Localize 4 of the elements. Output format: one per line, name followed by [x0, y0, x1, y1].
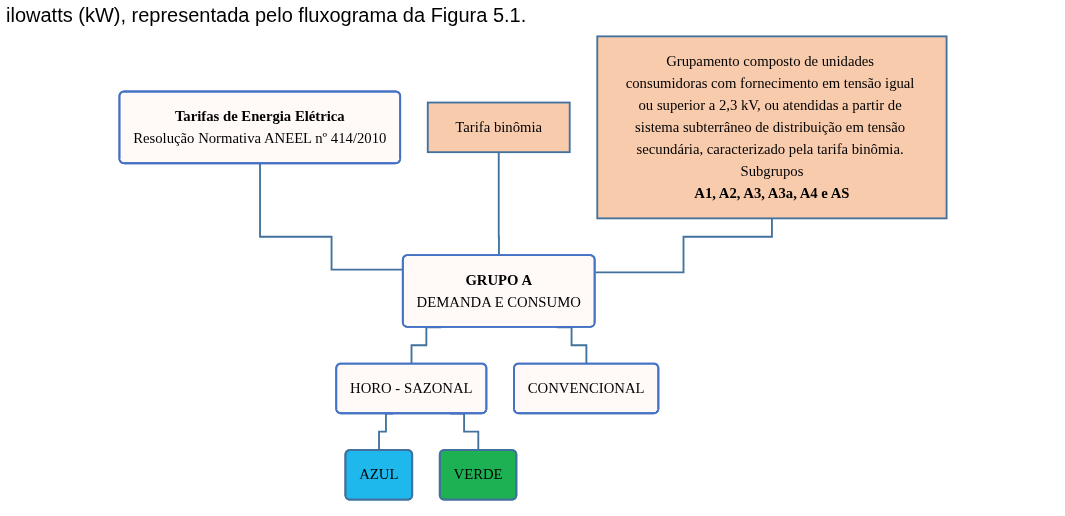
node-box: Grupamento composto de unidades consumidoras com fornecimento em tensão igual ou superior a 2,3 kV, ou atendidas a partir de sistema subterrâneo de distribuição em tensão secundária, caracterizado pela tarifa binômia. Subgrupos A1, A2, A3, A3a, A4 e AS: [595, 35, 947, 220]
caption-text: ilowatts (kW), representada pelo fluxograma da Figura 5.1.: [6, 4, 527, 26]
connector: [497, 151, 500, 257]
node-box: Tarifa binômia: [426, 101, 571, 154]
